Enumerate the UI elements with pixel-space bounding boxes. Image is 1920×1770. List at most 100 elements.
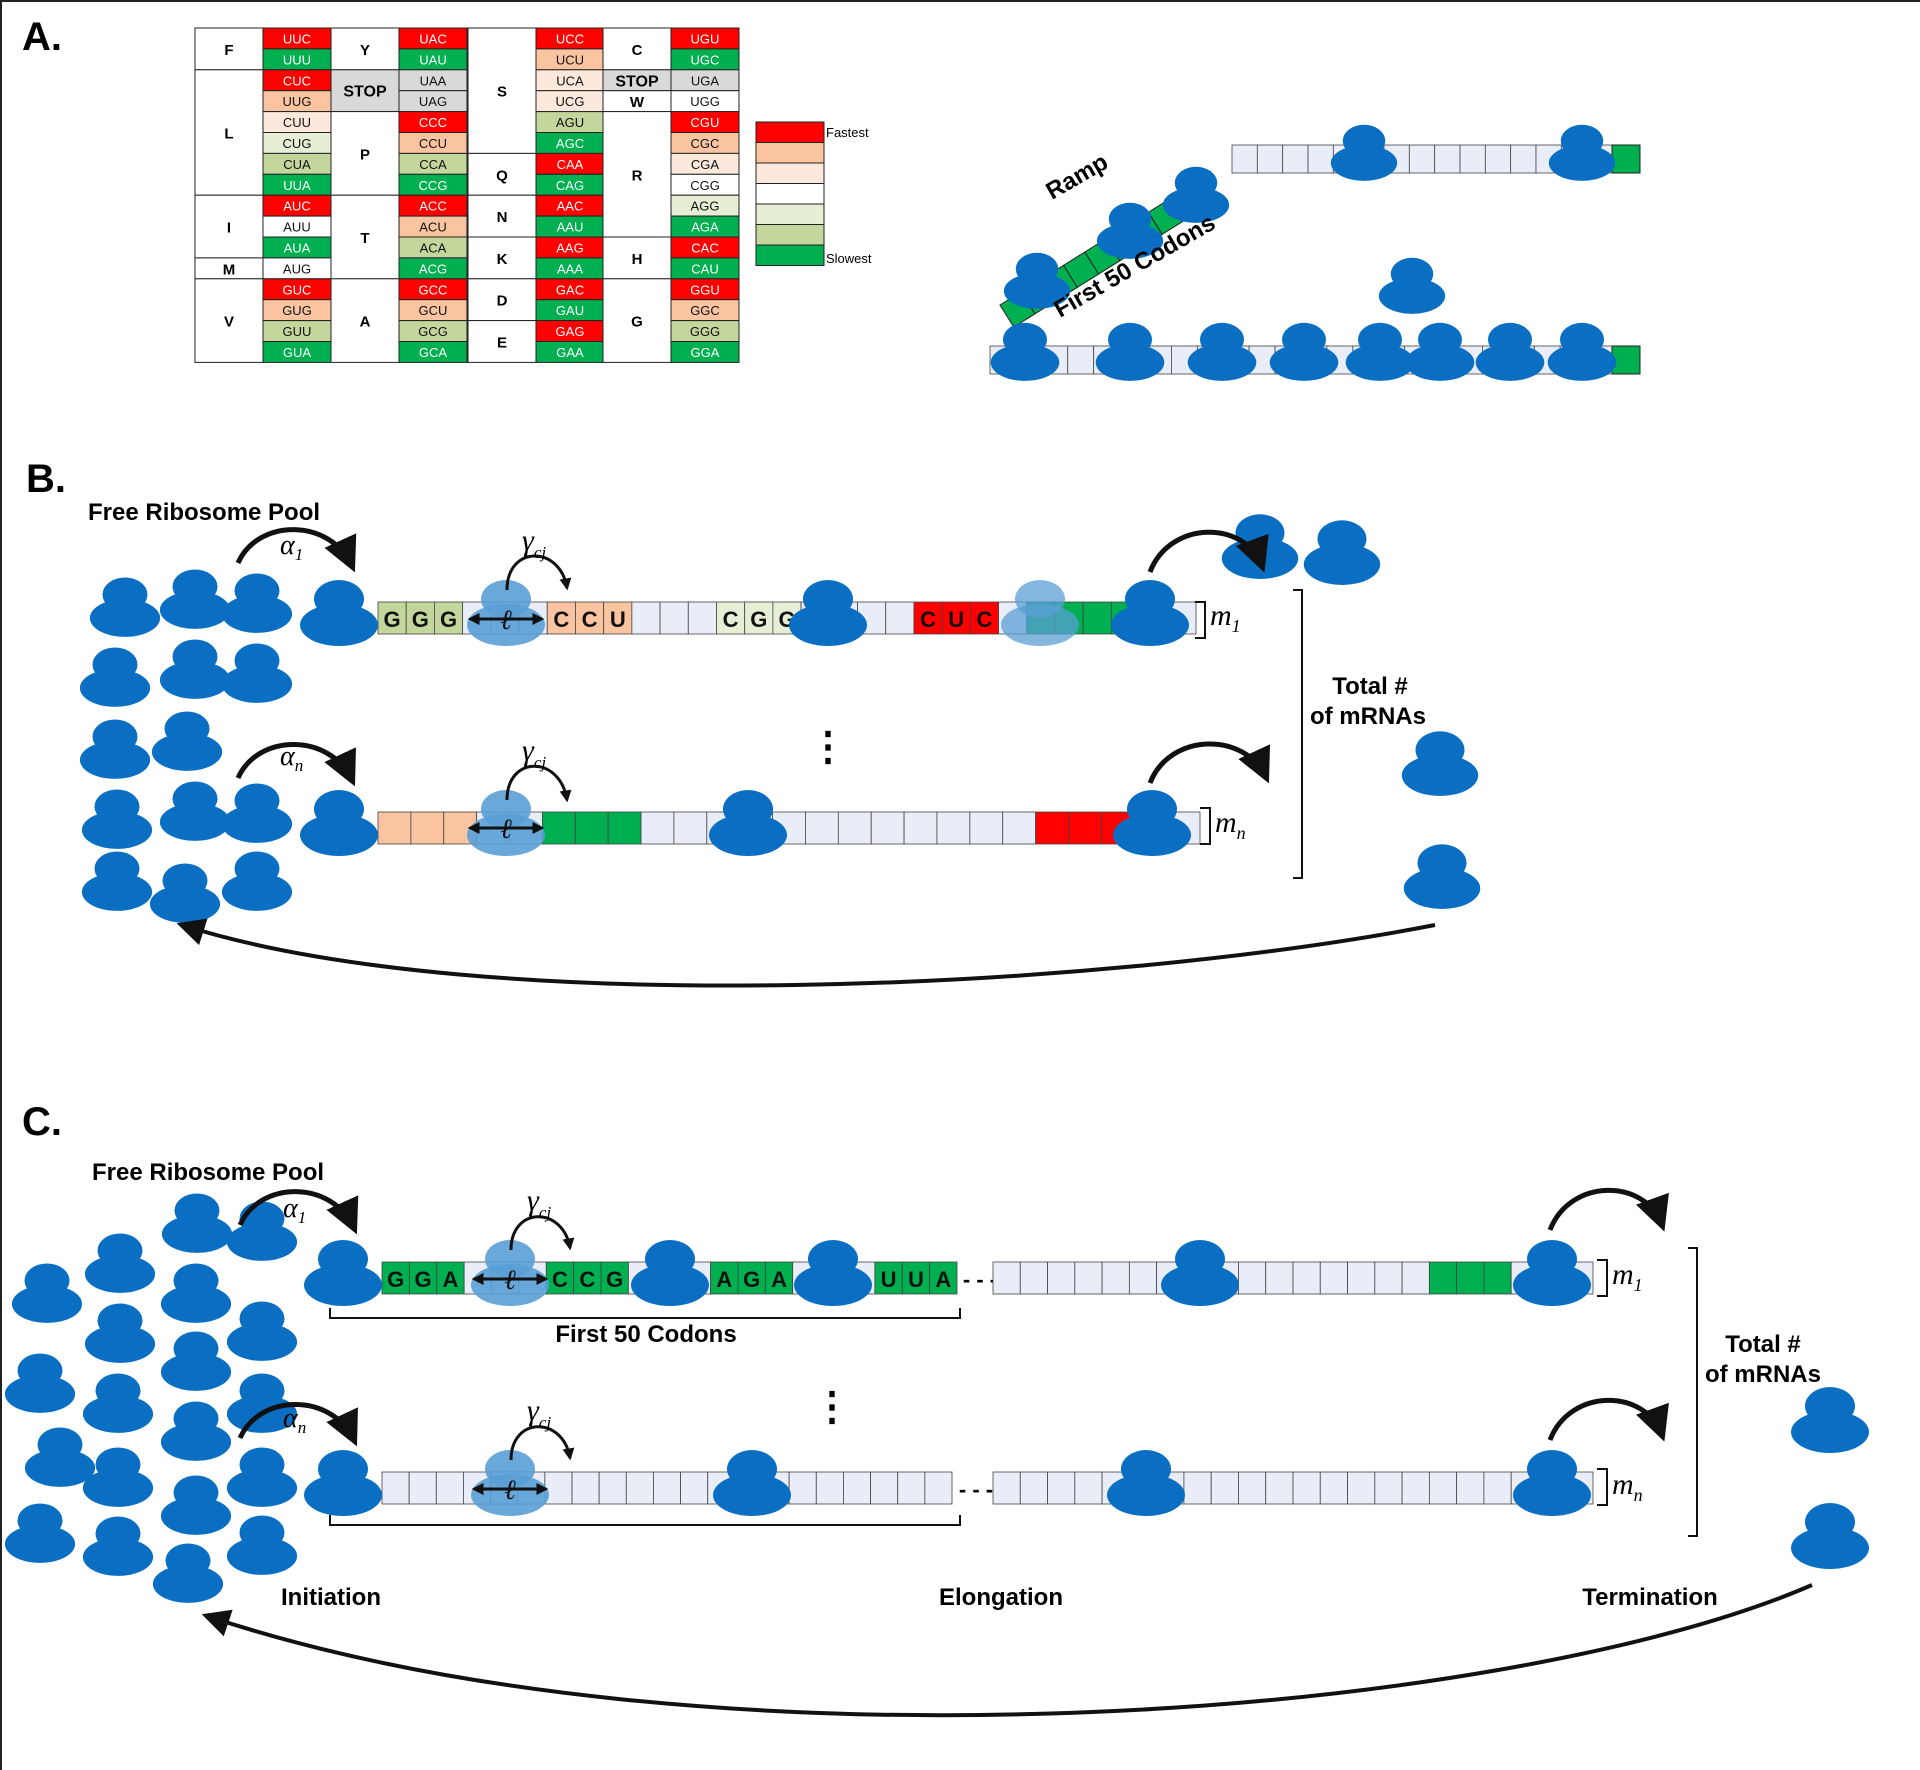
footprint-label: ℓ (500, 814, 512, 845)
codon-cell (381, 1261, 410, 1295)
codon-cell (1101, 1261, 1130, 1295)
codon-cell (1428, 1471, 1458, 1505)
ribosome (1003, 252, 1071, 309)
codon-label: UCU (556, 52, 584, 67)
codon-label: GAA (556, 345, 584, 360)
codon-cell (1434, 144, 1461, 174)
amino-acid-label: C (632, 42, 643, 59)
aa-cell (330, 194, 400, 280)
codon-cell (1002, 811, 1036, 845)
ribosome (1001, 580, 1079, 646)
ribosome (160, 1331, 232, 1391)
alpha-1-label-c: α1 (283, 1193, 306, 1227)
codon-cell (435, 1471, 464, 1505)
ribosome (1161, 1240, 1239, 1306)
codon-label: CCG (419, 178, 448, 193)
codon-label: GGA (691, 345, 720, 360)
aa-cell (602, 27, 672, 71)
codon-cell (992, 1261, 1021, 1295)
codon-label: UCC (556, 31, 584, 46)
aa-cell (467, 152, 537, 196)
ribosome (794, 1240, 872, 1306)
codon-nucleotide: C (553, 607, 569, 632)
amino-acid-label: I (227, 220, 231, 237)
codon-label: ACU (419, 220, 446, 235)
codon-label: CUG (283, 136, 312, 151)
ramp-label: Ramp (1042, 148, 1113, 205)
ribosome (1475, 322, 1545, 381)
legend-swatch (755, 203, 825, 225)
gamma-label-1: γcj (522, 524, 546, 562)
ribosome (221, 851, 293, 911)
ribosome (24, 1427, 96, 1487)
codon-label: UUA (283, 178, 311, 193)
codon-cell (1319, 1471, 1348, 1505)
codon-cell (1074, 1261, 1103, 1295)
ellipsis: - - - (963, 1267, 997, 1292)
codon-label: GCU (419, 303, 448, 318)
codon-label: AAC (557, 199, 584, 214)
m1-bracket-c (1597, 1259, 1608, 1297)
codon-label: AGG (691, 199, 720, 214)
initiation-label: Initiation (281, 1584, 381, 1611)
codon-cell (571, 1471, 600, 1505)
codon-label: GUC (283, 282, 312, 297)
codon-label: CAU (691, 261, 718, 276)
codon-cell (1374, 1261, 1403, 1295)
aa-cell (467, 194, 537, 238)
amino-acid-label: G (631, 314, 643, 331)
codon-cell (575, 601, 605, 635)
codon-cell (1282, 144, 1309, 174)
codon-cell (1459, 144, 1486, 174)
total-mrnas-line2: of mRNAs (1310, 703, 1426, 730)
codon-cell (680, 1471, 709, 1505)
total-mrnas-line1: Total # (1332, 673, 1408, 700)
codon-label: UAA (420, 73, 447, 88)
codon-cell (1456, 1471, 1485, 1505)
ribosome (1269, 322, 1339, 381)
free-ribosome-pool-c (4, 1193, 1869, 1603)
amino-acid-label: K (497, 251, 508, 268)
codon-cell (640, 811, 675, 845)
codon-cell (837, 811, 872, 845)
codon-label: CCC (419, 115, 447, 130)
mn-bracket (1200, 807, 1211, 845)
mrna-n-c: - - -ℓ (304, 1450, 1594, 1516)
ribosome (161, 1193, 233, 1253)
codon-label: UUC (283, 31, 311, 46)
codon-nucleotide: G (412, 607, 429, 632)
panel-label-b: B. (26, 457, 66, 501)
total-mrnas-line1-c: Total # (1725, 1331, 1801, 1358)
ribosome (990, 322, 1060, 381)
codon-cell (607, 811, 642, 845)
legend-swatches (755, 121, 825, 266)
ribosome (1791, 1503, 1869, 1569)
amino-acid-label: V (224, 314, 234, 331)
codon-cell (1292, 1471, 1321, 1505)
codon-label: GAU (556, 303, 584, 318)
codon-cell (1238, 1261, 1267, 1295)
codon-label: UCG (556, 94, 585, 109)
codon-label: AUC (283, 199, 310, 214)
alpha-1-arrow (235, 527, 357, 573)
codon-cell (843, 1471, 871, 1505)
codon-label: CAC (691, 240, 718, 255)
ribosome (1345, 322, 1415, 381)
codon-label: CCA (419, 157, 447, 172)
codon-cell (969, 811, 1004, 845)
codon-cell (737, 1261, 766, 1295)
ribosome (159, 569, 231, 629)
codon-cell (913, 601, 943, 635)
codon-nucleotide: C (920, 607, 936, 632)
codon-nucleotide: C (977, 607, 993, 632)
legend-swatch (755, 121, 825, 143)
codon-label: CAA (557, 157, 584, 172)
gamma-arrow-1-c (509, 1215, 575, 1251)
amino-acid-label: W (630, 94, 645, 111)
codon-cell (1183, 1471, 1212, 1505)
codon-label: AUU (283, 220, 310, 235)
codon-cell (1019, 1471, 1048, 1505)
ribosome (1221, 514, 1299, 579)
